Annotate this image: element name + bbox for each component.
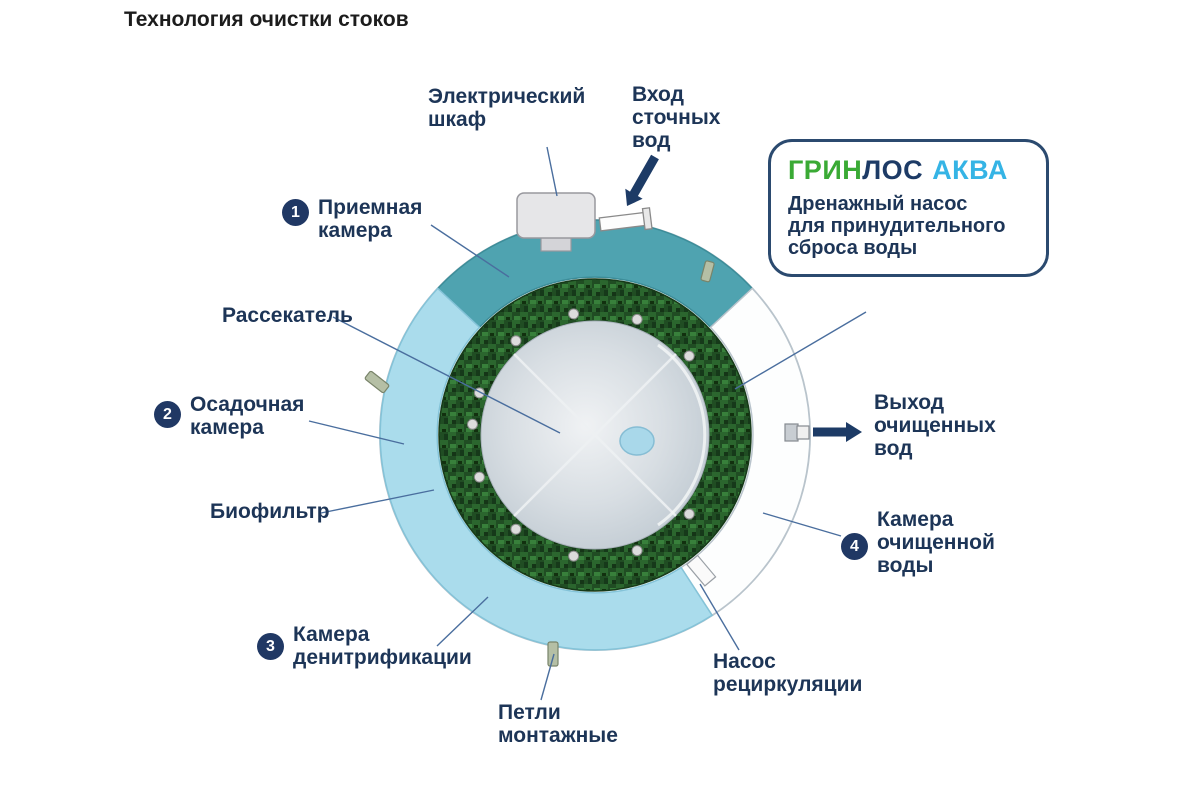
outlet-arrow xyxy=(813,422,862,442)
brand-description: Дренажный насос для принудительного сбро… xyxy=(788,193,1006,259)
label-recirculation-pump: Насос рециркуляции xyxy=(713,650,863,696)
badge-receiving-chamber: 1 xyxy=(282,199,309,226)
label-electrical-cabinet: Электрический шкаф xyxy=(428,85,586,131)
outlet-fitting-shape xyxy=(784,423,810,442)
leader-lines xyxy=(308,146,867,701)
label-mounting-loops: Петли монтажные xyxy=(498,701,618,747)
badge-clean-water-chamber: 4 xyxy=(841,533,868,560)
brand-logo-aqua: АКВА xyxy=(932,155,1008,185)
recirculation-pump-shape xyxy=(686,554,717,587)
label-diffuser: Рассекатель xyxy=(222,304,353,327)
badge-sediment-chamber: 2 xyxy=(154,401,181,428)
page-title: Технология очистки стоков xyxy=(124,8,409,31)
inlet-pipe-shape xyxy=(598,207,653,232)
brand-logo-grin: ГРИН xyxy=(788,155,863,185)
electrical-cabinet-shape xyxy=(516,192,596,252)
label-clean-water-chamber: Камера очищенной воды xyxy=(877,508,995,577)
label-receiving-chamber: Приемная камера xyxy=(318,196,423,242)
brand-logo: ГРИНЛОС АКВА xyxy=(788,155,1029,186)
badge-denitrification-chamber: 3 xyxy=(257,633,284,660)
label-outlet: Выход очищенных вод xyxy=(874,391,996,460)
label-inlet: Вход сточных вод xyxy=(632,83,721,152)
inlet-arrow xyxy=(625,154,659,206)
inner-lid xyxy=(480,320,710,550)
diffuser-port xyxy=(619,426,655,456)
label-biofilter: Биофильтр xyxy=(210,500,330,523)
label-denitrification-chamber: Камера денитрификации xyxy=(293,623,472,669)
label-sediment-chamber: Осадочная камера xyxy=(190,393,305,439)
mounting-pegs xyxy=(364,260,715,667)
brand-logo-los: ЛОС xyxy=(862,155,924,185)
brand-box: ГРИНЛОС АКВА Дренажный насос для принудит… xyxy=(768,139,1049,278)
